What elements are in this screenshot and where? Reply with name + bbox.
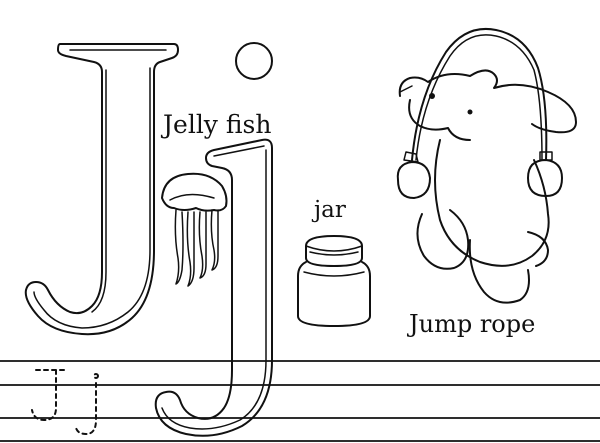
jar-illustration [297, 235, 371, 327]
uppercase-letter-j [24, 43, 179, 336]
tracing-letters [31, 369, 99, 436]
jellyfish-illustration [161, 172, 228, 287]
handwriting-guide-lines [0, 360, 600, 442]
jump-rope-bear-illustration [396, 28, 577, 304]
jellyfish-word: Jelly fish [163, 110, 272, 139]
jar-word: jar [314, 197, 346, 223]
jump-rope-word: Jump rope [409, 310, 536, 338]
lowercase-letter-j [154, 42, 273, 437]
